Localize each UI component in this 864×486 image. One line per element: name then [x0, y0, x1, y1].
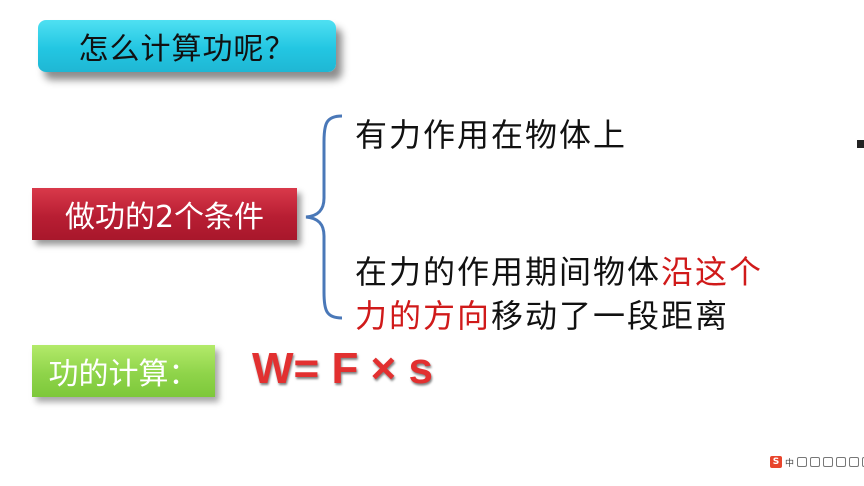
punctuation-icon[interactable] [797, 457, 808, 467]
condition-2-part-b-red: 力的方向 [355, 297, 492, 335]
work-formula: W= F × s [252, 344, 433, 393]
skin-icon[interactable] [849, 457, 860, 467]
condition-2-part-a: 在力的作用期间物体 [355, 253, 662, 291]
ime-logo-icon[interactable]: S [770, 456, 782, 468]
emoji-icon[interactable] [810, 457, 821, 467]
edge-marker [857, 140, 864, 148]
ime-toolbar[interactable]: S 中 [770, 455, 864, 469]
condition-2-part-b: 移动了一段距离 [491, 297, 730, 335]
curly-brace [305, 114, 343, 320]
condition-2-text: 在力的作用期间物体沿这个 力的方向移动了一段距离 [355, 250, 763, 338]
work-calculation-label: 功的计算： [32, 345, 215, 397]
conditions-label: 做功的2个条件 [32, 188, 297, 240]
keyboard-icon[interactable] [836, 457, 847, 467]
condition-1-text: 有力作用在物体上 [355, 116, 628, 154]
ime-mode-label[interactable]: 中 [785, 458, 795, 469]
condition-2-part-a-red: 沿这个 [661, 253, 764, 291]
slide-title: 怎么计算功呢？ [38, 20, 336, 72]
toolbox-icon[interactable] [862, 457, 864, 467]
voice-icon[interactable] [823, 457, 834, 467]
